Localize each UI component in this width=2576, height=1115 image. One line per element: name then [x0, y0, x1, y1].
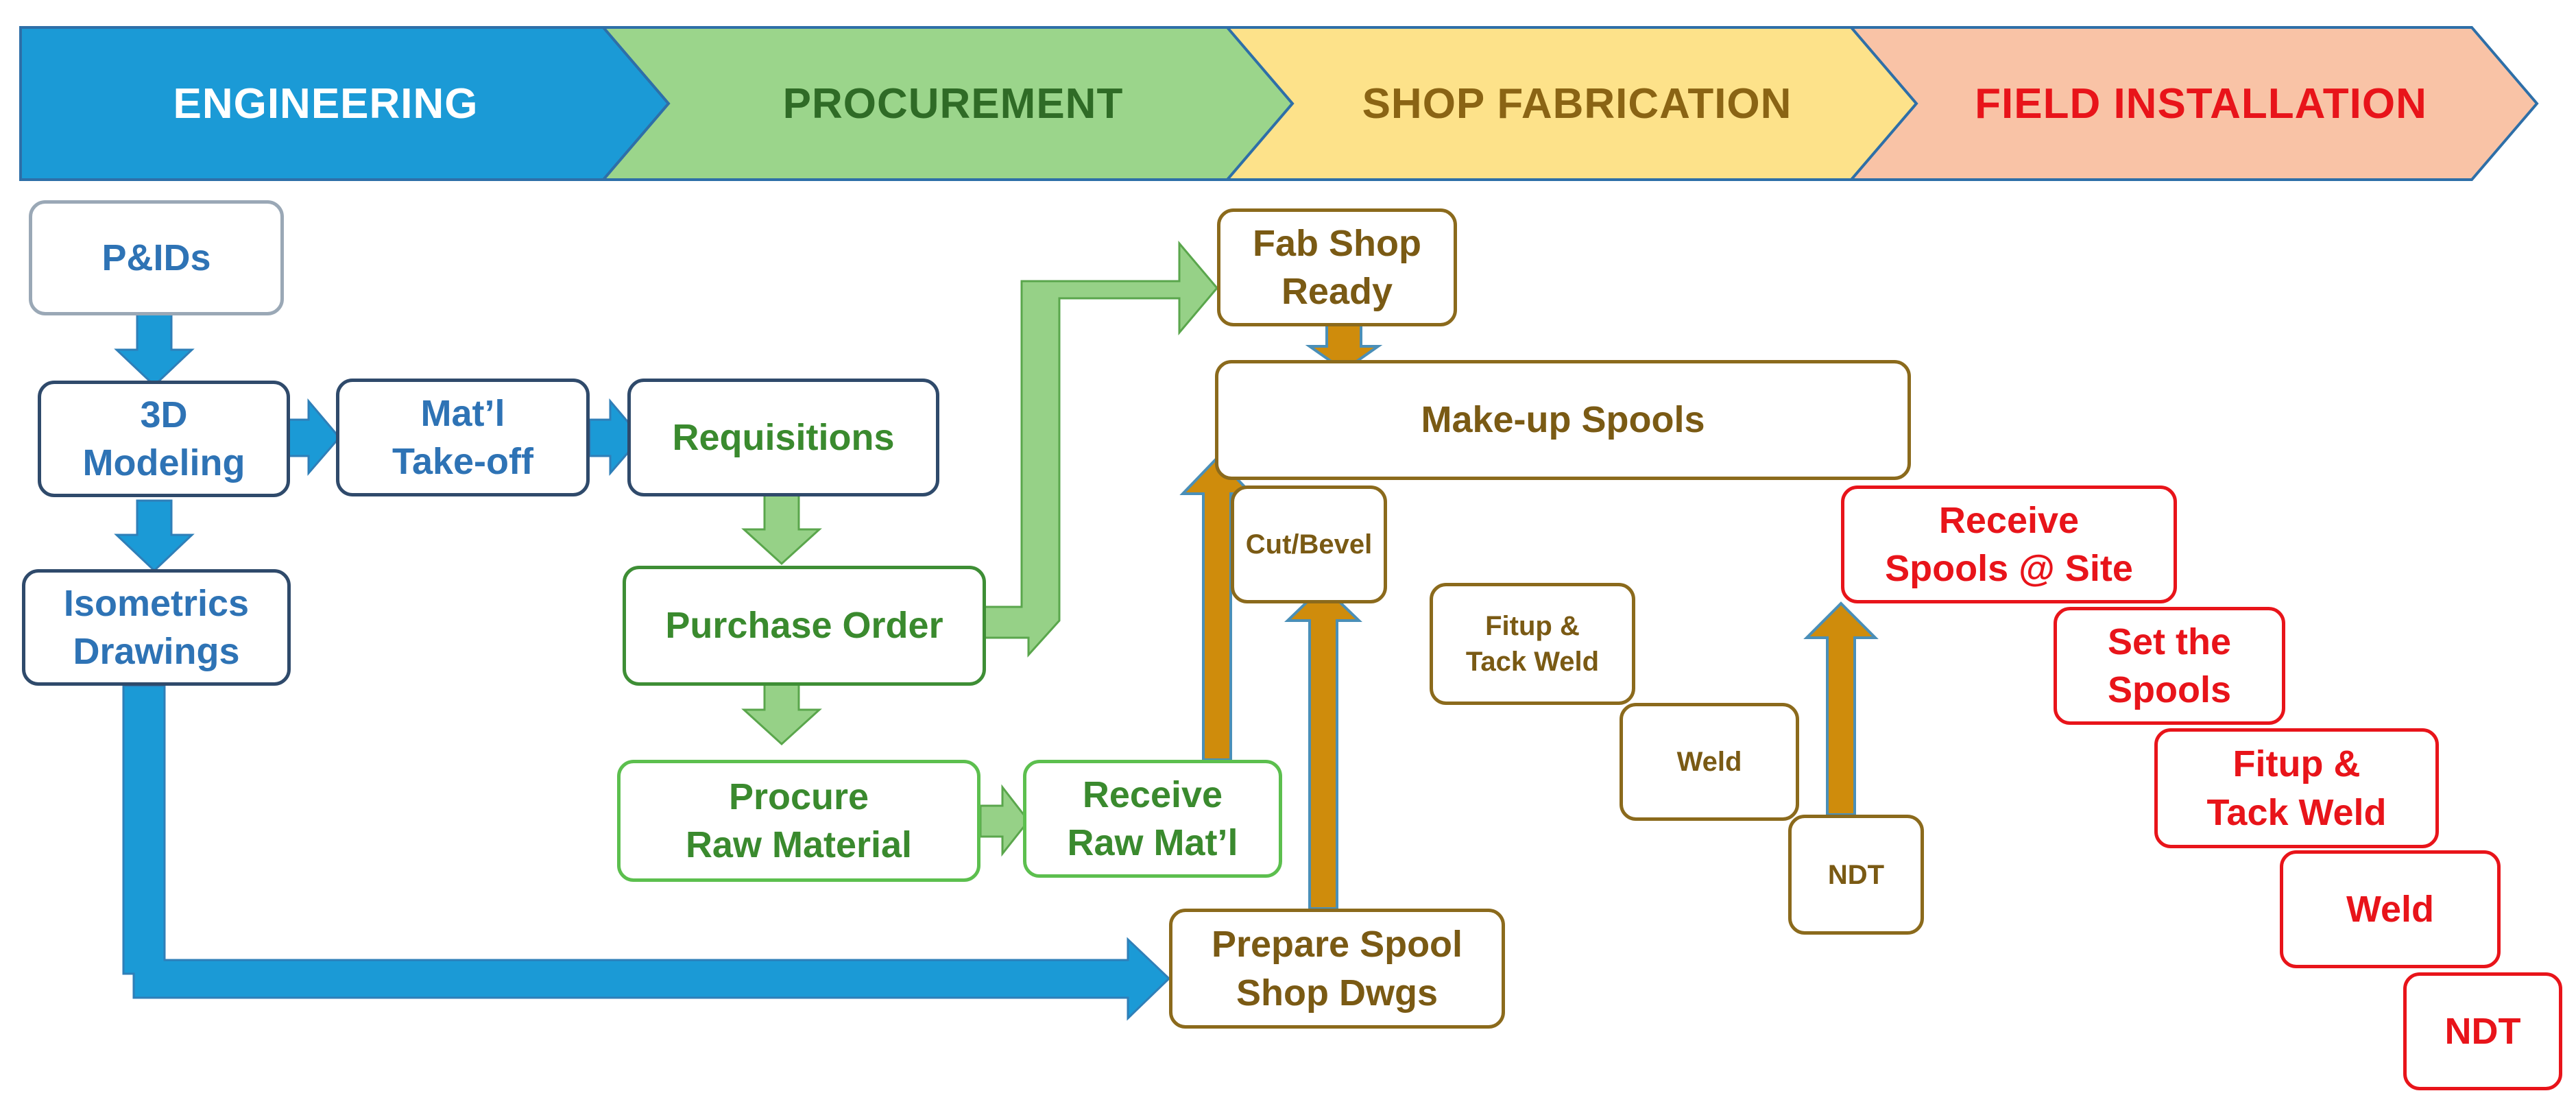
box-prepare-spool-shop-dwgs: Prepare Spool Shop Dwgs [1169, 909, 1505, 1029]
box-fab-shop-ready: Fab Shop Ready [1217, 208, 1457, 326]
phase-engineering-label: ENGINEERING [173, 80, 479, 128]
field-installation-chevron [1848, 26, 2539, 181]
box-receive-spools-at-site: Receive Spools @ Site [1841, 485, 2177, 603]
box-field-weld: Weld [2280, 850, 2501, 968]
box-requisitions: Requisitions [627, 379, 939, 496]
box-shop-ndt: NDT [1788, 815, 1924, 935]
arrow-procure-to-receive [979, 784, 1030, 857]
arrow-requisitions-to-po [741, 494, 822, 566]
arrow-modeling-to-isometrics [114, 499, 195, 573]
box-procure-raw-material: Procure Raw Material [617, 760, 980, 882]
phase-shop-fabrication-label: SHOP FABRICATION [1362, 80, 1792, 128]
arrow-isometrics-to-shop-dwgs [122, 684, 1171, 1021]
arrow-pids-to-modeling [114, 312, 195, 387]
arrow-fab-ready-to-makeup [1305, 322, 1383, 372]
arrow-po-to-fab-ready [979, 240, 1218, 658]
box-isometrics-drawings: Isometrics Drawings [22, 569, 291, 686]
phase-chevrons [19, 26, 2539, 181]
arrow-modeling-to-takeoff [287, 398, 341, 477]
box-purchase-order: Purchase Order [623, 566, 986, 686]
arrow-takeoff-to-requisitions [588, 398, 642, 477]
box-make-up-spools: Make-up Spools [1215, 360, 1911, 480]
box-receive-raw-matl: Receive Raw Mat’l [1023, 760, 1282, 878]
box-field-ndt: NDT [2403, 972, 2562, 1090]
box-pids: P&IDs [29, 200, 284, 315]
box-cut-bevel: Cut/Bevel [1231, 485, 1387, 603]
box-set-the-spools: Set the Spools [2054, 607, 2285, 725]
box-shop-weld: Weld [1620, 703, 1799, 821]
arrow-ndt-to-receive-spools [1803, 601, 1879, 816]
box-field-fitup-tack-weld: Fitup & Tack Weld [2154, 728, 2439, 848]
arrow-shop-dwgs-to-cut-bevel [1284, 584, 1362, 910]
phase-field-installation-label: FIELD INSTALLATION [1975, 80, 2427, 128]
phase-procurement-label: PROCUREMENT [782, 80, 1124, 128]
box-shop-fitup-tack-weld: Fitup & Tack Weld [1430, 583, 1635, 705]
box-matl-takeoff: Mat’l Take-off [336, 379, 590, 496]
arrow-po-to-procure [741, 674, 822, 746]
box-3d-modeling: 3D Modeling [38, 381, 290, 497]
